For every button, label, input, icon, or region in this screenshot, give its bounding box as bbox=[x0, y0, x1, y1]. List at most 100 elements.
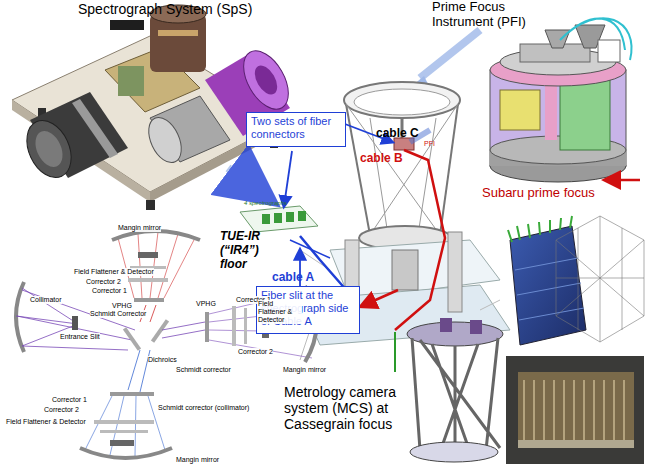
optical-layout bbox=[162, 322, 205, 338]
telescope-illustration bbox=[440, 104, 458, 235]
fiber-bundle-illustration bbox=[556, 216, 644, 342]
optics-label: Corrector 2 bbox=[86, 278, 121, 286]
optics-label: Dichroics bbox=[148, 356, 177, 364]
floor-sketch bbox=[298, 211, 306, 221]
floor-sketch bbox=[274, 213, 282, 223]
fiber-bundle-illustration bbox=[556, 216, 644, 342]
optical-layout bbox=[118, 232, 195, 298]
optical-layout bbox=[85, 396, 165, 456]
spectrograph-illustration bbox=[158, 30, 198, 36]
optical-layout bbox=[80, 448, 172, 458]
optical-layout bbox=[100, 430, 148, 433]
telescope-illustration bbox=[370, 104, 458, 235]
pointer-arrow bbox=[228, 30, 480, 198]
optical-layout bbox=[244, 308, 247, 344]
leader-arrow bbox=[362, 290, 398, 306]
mcs-illustration bbox=[407, 318, 503, 462]
optical-layout bbox=[205, 312, 209, 342]
optical-layout bbox=[112, 231, 200, 240]
telescope-illustration bbox=[346, 104, 370, 235]
optics-label: Corrector 1 bbox=[92, 287, 127, 295]
part-name: PFI bbox=[424, 140, 435, 148]
pfi-illustration bbox=[560, 18, 632, 60]
cable-name: cable C bbox=[376, 127, 419, 141]
optics-label: VPHG bbox=[196, 300, 216, 308]
telescope-illustration bbox=[392, 250, 418, 290]
telescope-illustration bbox=[354, 89, 450, 115]
spectrograph-illustration bbox=[72, 99, 118, 158]
part-name: Subaru prime focus bbox=[482, 186, 595, 201]
optical-layout bbox=[209, 290, 314, 358]
section-title: Prime Focus Instrument (PFI) bbox=[432, 0, 538, 30]
optical-layout bbox=[17, 290, 135, 350]
telescope-illustration bbox=[448, 232, 462, 312]
mcs-illustration bbox=[470, 320, 482, 334]
part-name: 4 spectrographs bbox=[244, 200, 287, 207]
fiber-slit-illustration bbox=[508, 216, 586, 345]
cable-name: cable A bbox=[272, 271, 314, 285]
optical-layout bbox=[138, 252, 158, 258]
optical-layout bbox=[128, 278, 168, 282]
fiber-slit-illustration bbox=[508, 216, 572, 242]
photo-illustration bbox=[506, 356, 644, 464]
caption-text: Metrology camera system (MCS) at Cassegr… bbox=[284, 384, 414, 432]
optical-layout bbox=[128, 350, 150, 392]
spectrograph-illustration bbox=[18, 113, 80, 184]
callout-text: Two sets of fiber connectors bbox=[251, 115, 341, 141]
floor-name: TUE-IR (“IR4”) floor bbox=[220, 230, 272, 271]
optics-label: Field Flattener & Detector bbox=[258, 300, 302, 324]
pointer-arrow bbox=[606, 180, 640, 181]
optics-label: Mangin mirror bbox=[176, 456, 219, 464]
floor-sketch bbox=[240, 206, 318, 232]
optics-label: Field Flattener & Detector bbox=[6, 418, 86, 426]
optical-layout bbox=[72, 316, 78, 330]
pointer-arrow bbox=[228, 168, 268, 198]
pfi-illustration bbox=[545, 85, 557, 140]
photo-illustration bbox=[524, 380, 624, 440]
optics-label: Mangin mirror bbox=[283, 366, 326, 374]
optics-label: Field Flattener & Detector bbox=[74, 268, 154, 276]
mcs-illustration bbox=[410, 442, 498, 462]
spectrograph-illustration bbox=[118, 66, 144, 96]
spectrograph-illustration bbox=[142, 112, 188, 167]
optical-layout bbox=[110, 392, 154, 396]
cable-name: cable B bbox=[360, 152, 403, 166]
optical-layout bbox=[123, 327, 141, 351]
pointer-arrow bbox=[420, 30, 480, 78]
telescope-illustration bbox=[346, 104, 440, 235]
fiber-slit-illustration bbox=[515, 258, 584, 320]
optics-label: Corrector 1 bbox=[52, 396, 87, 404]
photo-illustration bbox=[518, 372, 634, 446]
pointer-arrow bbox=[606, 179, 640, 182]
fiber-bundle-illustration bbox=[556, 216, 644, 342]
optics-label: Entrance Slit bbox=[60, 333, 100, 341]
telescope-illustration bbox=[344, 82, 460, 118]
callout-box: Two sets of fiber connectors bbox=[246, 112, 346, 147]
optics-label: Collimator bbox=[30, 296, 62, 304]
section-title: Spectrograph System (SpS) bbox=[78, 1, 252, 17]
pfi-illustration bbox=[560, 80, 610, 150]
optical-layout bbox=[110, 440, 134, 446]
spectrograph-illustration bbox=[146, 200, 155, 210]
pfi-illustration bbox=[598, 40, 620, 62]
optics-label: VPHG bbox=[112, 302, 132, 310]
optical-layout bbox=[151, 319, 169, 343]
cable-path bbox=[290, 240, 330, 258]
pfi-illustration bbox=[500, 90, 540, 130]
optical-layout bbox=[94, 420, 154, 424]
spectrograph-illustration bbox=[12, 5, 298, 210]
photo-illustration bbox=[506, 356, 644, 464]
cable-path bbox=[395, 150, 445, 330]
spectrograph-illustration bbox=[30, 127, 68, 172]
mcs-illustration bbox=[440, 318, 452, 332]
leader-arrow bbox=[284, 151, 292, 206]
spectrograph-illustration bbox=[234, 43, 297, 116]
optics-label: Corrector 2 bbox=[44, 406, 79, 414]
floor-sketch bbox=[286, 212, 294, 222]
spectrograph-illustration bbox=[110, 20, 144, 30]
photo-illustration bbox=[518, 440, 634, 448]
cable-path bbox=[394, 332, 396, 372]
optics-label: Corrector 2 bbox=[238, 348, 273, 356]
optical-layout bbox=[134, 298, 164, 302]
pfi-illustration bbox=[545, 30, 570, 48]
